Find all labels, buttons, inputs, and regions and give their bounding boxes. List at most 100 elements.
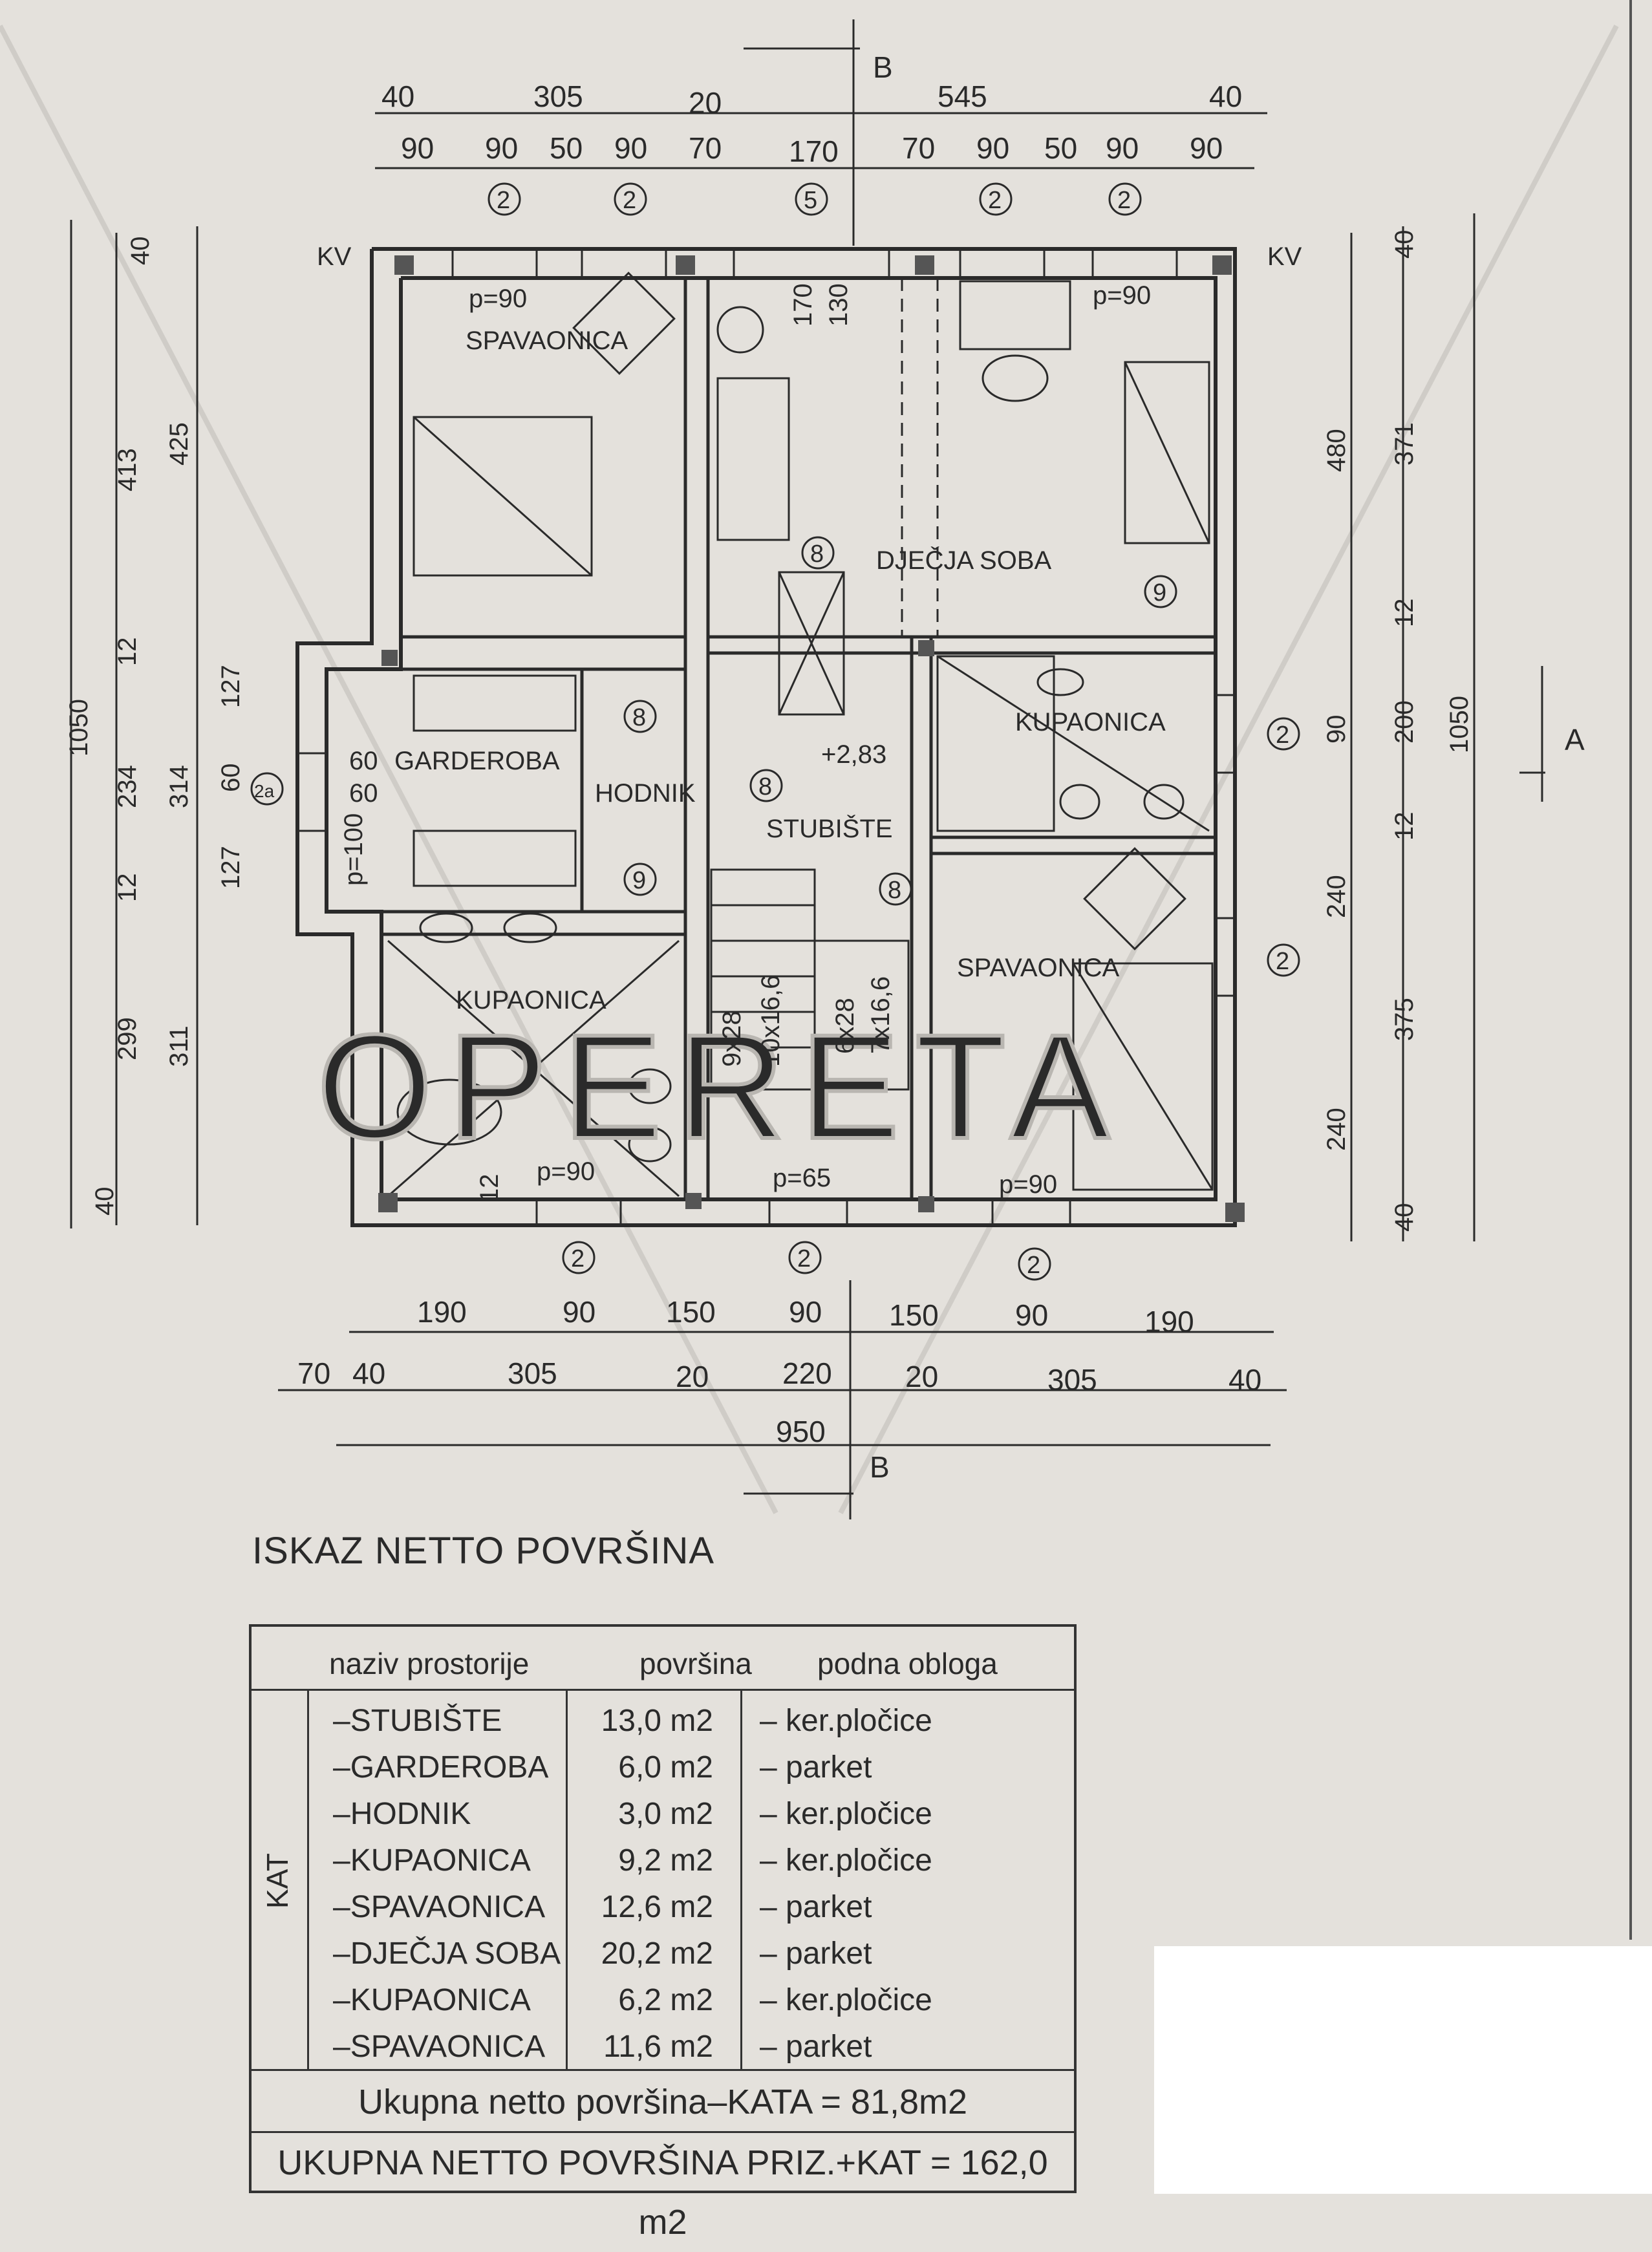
right-dim: 371 [1390, 422, 1419, 466]
stair-dim-4: 10x16,6 [756, 975, 785, 1067]
bottom-dim: 20 [676, 1360, 709, 1393]
left-dim: 127 [217, 665, 245, 708]
room-name: –SPAVAONICA [333, 1890, 546, 1924]
tag-2: 2 [1117, 187, 1131, 214]
stair-dims: 170 130 9x28 10x16,6 6x28 7x16,6 60 60 1… [349, 283, 895, 1203]
interior-walls [327, 278, 1216, 1199]
parapet-bl: p=90 [537, 1157, 595, 1186]
kv-left: KV [317, 242, 352, 271]
section-b-bottom: B [870, 1450, 890, 1484]
right-dim: 200 [1390, 700, 1419, 744]
stair-dim-6: 7x16,6 [866, 976, 895, 1054]
table-rows: –STUBIŠTE 13,0 m2 – ker.pločice –GARDERO… [307, 1689, 1074, 2069]
room-name: –KUPAONICA [333, 1843, 531, 1878]
table-row: –KUPAONICA 6,2 m2 – ker.pločice [307, 1973, 1074, 2019]
area-table: naziv prostorije površina podna obloga K… [249, 1624, 1077, 2242]
left-dim: 40 [126, 237, 155, 266]
stair-dim-3: 9x28 [718, 1011, 746, 1067]
circled-tag-labels: 2 2 5 2 2 8 9 8 8 9 8 2 2 2a 2 2 2 [254, 187, 1289, 1279]
section-b-top: B [873, 50, 893, 84]
room-stubiste: STUBIŠTE [766, 814, 893, 843]
tag-8: 8 [888, 877, 901, 904]
right-dim: 90 [1322, 715, 1351, 744]
small-dim-2: 60 [349, 779, 378, 808]
bottom-dim: 70 [297, 1357, 330, 1390]
col-name-header: naziv prostorije [329, 1647, 530, 1680]
right-dimensions: 40 371 12 200 12 375 40 480 240 240 90 1… [1322, 230, 1474, 1232]
table-row: –STUBIŠTE 13,0 m2 – ker.pločice [307, 1694, 1074, 1739]
left-dim: 127 [217, 846, 245, 889]
right-dim: 480 [1322, 429, 1351, 472]
left-dim: 311 [165, 1025, 193, 1067]
tag-2: 2 [797, 1245, 811, 1272]
top-dim: 90 [976, 131, 1009, 165]
tag-8: 8 [758, 773, 772, 800]
tag-2: 2 [1276, 948, 1289, 975]
bed-child [1124, 361, 1210, 544]
room-area: 11,6 m2 [603, 2030, 713, 2064]
watermark-text: OPERETA [317, 1003, 1125, 1170]
room-floor: – parket [760, 2030, 872, 2064]
right-dim: 40 [1390, 230, 1419, 259]
room-floor: – ker.pločice [760, 1843, 932, 1878]
area-table-heading: ISKAZ NETTO POVRŠINA [252, 1530, 715, 1572]
windows [296, 248, 1236, 1227]
bottom-dim: 305 [1047, 1363, 1097, 1397]
bottom-dim: 305 [508, 1357, 557, 1390]
total-all: UKUPNA NETTO POVRŠINA PRIZ.+KAT = 162,0 … [252, 2131, 1074, 2242]
bottom-dim: 40 [352, 1357, 385, 1390]
room-name: –GARDEROBA [333, 1750, 549, 1785]
room-spavaonica-right: SPAVAONICA [957, 954, 1119, 982]
tag-2: 2 [1027, 1252, 1040, 1279]
room-floor: – ker.pločice [760, 1983, 932, 2017]
room-name: –SPAVAONICA [333, 2030, 546, 2064]
room-spavaonica-top: SPAVAONICA [466, 327, 628, 355]
top-dim: 170 [789, 134, 839, 168]
tag-2: 2 [623, 187, 636, 214]
bed-right [1072, 962, 1214, 1191]
top-dim: 90 [1190, 131, 1223, 165]
watermark-diagonals [0, 25, 1619, 1514]
room-hodnik: HODNIK [595, 779, 696, 808]
group-column: KAT [252, 1689, 309, 2069]
tag-2: 2 [1276, 722, 1289, 749]
left-dim: 12 [113, 874, 142, 903]
top-dim: 90 [485, 131, 518, 165]
room-labels: SPAVAONICA DJEČJA SOBA GARDEROBA HODNIK … [317, 50, 1585, 1484]
top-dim: 70 [902, 131, 935, 165]
tag-2: 2 [571, 1245, 585, 1272]
top-dim: 90 [614, 131, 647, 165]
scan-edge-line [1629, 0, 1632, 1940]
left-dim: 40 [91, 1187, 119, 1216]
bottom-dim: 40 [1228, 1363, 1261, 1397]
top-dim: 70 [689, 131, 722, 165]
room-name: –STUBIŠTE [333, 1704, 502, 1738]
table-row: –GARDEROBA 6,0 m2 – parket [307, 1741, 1074, 1786]
room-kupaonica-left: KUPAONICA [456, 986, 606, 1014]
top-dim: 40 [1209, 80, 1242, 113]
stair-dim-1: 170 [789, 283, 817, 327]
top-dim: 20 [689, 86, 722, 120]
right-dim: 240 [1322, 875, 1351, 918]
small-dim-1: 60 [349, 747, 378, 775]
left-dim: 413 [113, 448, 142, 491]
table-row: –SPAVAONICA 12,6 m2 – parket [307, 1880, 1074, 1925]
top-dim: 90 [401, 131, 434, 165]
room-name: –HODNIK [333, 1797, 471, 1831]
top-dim: 40 [381, 80, 414, 113]
column-divider [566, 1689, 568, 2069]
table-row: –DJEČJA SOBA 20,2 m2 – parket [307, 1927, 1074, 1972]
room-name: –KUPAONICA [333, 1983, 531, 2017]
left-dimensions: 40 413 12 234 12 299 40 425 314 311 127 … [65, 237, 245, 1216]
top-dim: 305 [533, 80, 583, 113]
right-total: 1050 [1445, 696, 1474, 753]
top-dimensions: 40 305 20 545 40 90 90 50 90 70 170 70 9… [381, 80, 1242, 168]
tag-8: 8 [632, 704, 646, 731]
top-dim: 50 [1044, 131, 1077, 165]
tag-2a: 2a [254, 781, 275, 801]
dimension-lines [70, 19, 1545, 1519]
parapet-br: p=90 [999, 1170, 1057, 1199]
tag-8: 8 [810, 541, 824, 568]
bed-left [413, 416, 593, 577]
room-area: 6,0 m2 [618, 1750, 713, 1785]
